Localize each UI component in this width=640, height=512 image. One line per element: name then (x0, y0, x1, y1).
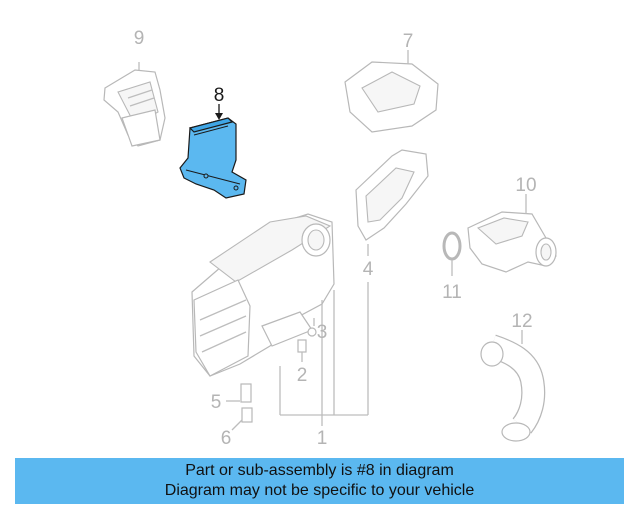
part-12-hose[interactable] (480, 330, 546, 442)
callout-2: 2 (297, 365, 308, 386)
part-11-o-ring[interactable] (442, 231, 462, 276)
callout-3: 3 (317, 322, 328, 343)
callout-11: 11 (442, 282, 462, 303)
part-3-fastener[interactable] (307, 318, 317, 337)
part-8-highlighted[interactable] (179, 104, 247, 199)
part-10-sensor[interactable] (467, 194, 557, 273)
callout-8: 8 (214, 85, 225, 106)
callout-10: 10 (515, 175, 536, 196)
part-6-grommet[interactable] (231, 407, 253, 431)
callout-9: 9 (134, 28, 145, 49)
part-1-air-cleaner[interactable] (191, 213, 368, 426)
part-2-fastener[interactable] (297, 339, 307, 362)
part-9-intake-duct[interactable] (103, 62, 166, 147)
part-5-grommet[interactable] (226, 383, 252, 403)
callout-4: 4 (363, 259, 374, 280)
callout-12: 12 (511, 311, 532, 332)
callout-5: 5 (211, 392, 222, 413)
part-7-cover[interactable] (344, 50, 439, 133)
caption-line-1: Part or sub-assembly is #8 in diagram (185, 462, 454, 479)
callout-1: 1 (317, 428, 328, 449)
callout-6: 6 (221, 428, 232, 449)
callout-7: 7 (403, 31, 414, 52)
part-4-bracket[interactable] (355, 149, 429, 415)
caption-line-2: Diagram may not be specific to your vehi… (164, 482, 475, 499)
caption-banner: Part or sub-assembly is #8 in diagram Di… (15, 458, 624, 504)
